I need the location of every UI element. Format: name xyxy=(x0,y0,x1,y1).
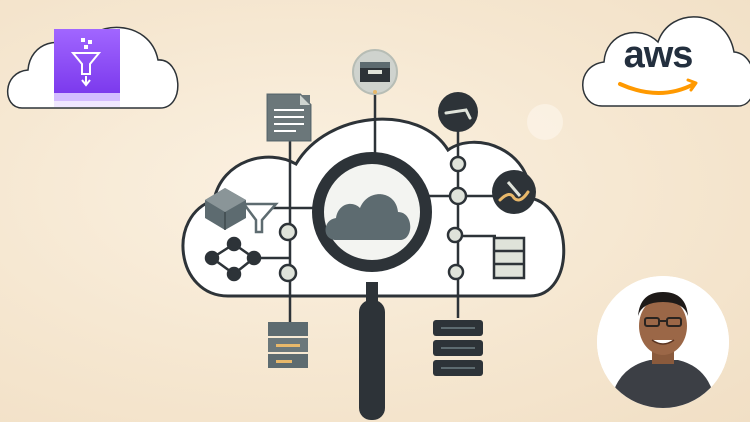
database-icon xyxy=(492,236,526,280)
database-icon xyxy=(433,320,483,376)
cube-filter-icon xyxy=(205,188,279,234)
glue-etl-icon xyxy=(54,29,120,107)
document-icon xyxy=(266,93,312,142)
aws-cloud xyxy=(582,16,750,107)
signature-icon xyxy=(492,170,536,214)
aws-logo: aws xyxy=(623,34,694,76)
link-icon xyxy=(438,92,478,132)
database-icon xyxy=(268,322,308,368)
inbox-icon xyxy=(352,49,398,95)
network-icon xyxy=(204,236,262,282)
connector-nodes xyxy=(278,155,468,283)
aws-smile-arrow xyxy=(618,82,696,95)
avatar xyxy=(597,276,729,408)
magnifier-icon xyxy=(312,152,432,420)
